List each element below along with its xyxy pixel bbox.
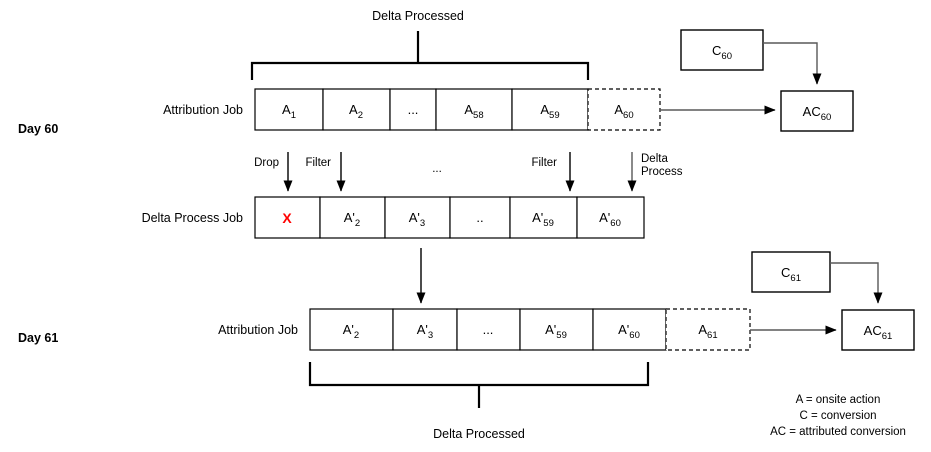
arrow-label-filter-2: Filter	[531, 157, 557, 169]
box-ac61[interactable]	[841, 309, 915, 351]
cell-a2-text: A2	[349, 102, 363, 121]
legend-item-a: A = onsite action	[796, 394, 881, 406]
cell-d61-a61-text: A61	[698, 322, 717, 341]
legend-item-ac: AC = attributed conversion	[770, 426, 906, 438]
top-bracket-label: Delta Processed	[372, 9, 464, 23]
arrow-label-filter-1: Filter	[305, 157, 331, 169]
cell-a-ellipsis[interactable]	[389, 88, 437, 131]
cell-a59-text: A59	[540, 102, 559, 121]
cell-d61-ellipsis[interactable]	[456, 308, 521, 351]
bottom-bracket-label: Delta Processed	[433, 427, 525, 441]
cell-a60-text: A60	[614, 102, 633, 121]
cell-d61-ap59-text: A'59	[545, 322, 567, 341]
top-bracket	[250, 61, 590, 80]
day-label-60: Day 60	[18, 122, 58, 136]
row-label-attribution-job-day61: Attribution Job	[218, 323, 298, 337]
cell-ap3[interactable]	[384, 196, 451, 239]
cell-a2[interactable]	[322, 88, 391, 131]
cell-d61-ellipsis-text: ...	[483, 322, 494, 337]
attribution-job-day60-row: A1 A2 ... A58 A59 A60	[254, 88, 661, 131]
cell-ap59-text: A'59	[532, 210, 554, 229]
delta-process-job-row: X A'2 A'3 .. A'59 A'60	[254, 196, 645, 239]
cell-d61-ap3[interactable]	[392, 308, 458, 351]
cell-dropped-text: X	[282, 210, 292, 226]
legend-item-c: C = conversion	[799, 410, 876, 422]
cell-d61-ap2[interactable]	[309, 308, 394, 351]
cell-a1-text: A1	[282, 102, 296, 121]
cell-a59[interactable]	[511, 88, 589, 131]
cell-ap60-text: A'60	[599, 210, 621, 229]
cell-d61-a61-dashed[interactable]	[665, 308, 751, 351]
arrow-label-delta-process-line2: Process	[641, 166, 683, 178]
cell-ap60[interactable]	[576, 196, 645, 239]
cell-ap3-text: A'3	[409, 210, 425, 229]
day-label-61: Day 61	[18, 331, 58, 345]
box-c61-text: C61	[781, 265, 801, 284]
cell-ap-ellipsis-text: ..	[476, 210, 483, 225]
bottom-bracket	[308, 362, 650, 387]
row-label-delta-process-job: Delta Process Job	[142, 211, 243, 225]
arrow-label-delta-process-line1: Delta	[641, 153, 668, 165]
box-c60-text: C60	[712, 43, 732, 62]
cell-ap59[interactable]	[509, 196, 578, 239]
legend: A = onsite action C = conversion AC = at…	[770, 394, 906, 438]
cell-d61-ap3-text: A'3	[417, 322, 433, 341]
cell-a58-text: A58	[464, 102, 483, 121]
cell-d61-ap60-text: A'60	[618, 322, 640, 341]
attribution-job-day61-row: A'2 A'3 ... A'59 A'60 A61	[309, 308, 751, 351]
cell-ap2-text: A'2	[344, 210, 360, 229]
box-ac61-text: AC61	[864, 323, 893, 342]
box-c61[interactable]	[751, 251, 831, 293]
cell-a-ellipsis-text: ...	[408, 102, 419, 117]
cell-a58[interactable]	[435, 88, 513, 131]
cell-ap2[interactable]	[319, 196, 386, 239]
arrow-label-ellipsis: ...	[432, 163, 442, 175]
cell-d61-ap59[interactable]	[519, 308, 594, 351]
connector-c60-to-ac60	[763, 42, 822, 85]
arrow-label-drop: Drop	[254, 157, 279, 169]
cell-d61-ap2-text: A'2	[343, 322, 359, 341]
row-label-attribution-job-day60: Attribution Job	[163, 103, 243, 117]
box-ac60[interactable]	[780, 90, 854, 132]
box-c60[interactable]	[680, 29, 764, 71]
box-ac60-text: AC60	[803, 104, 832, 123]
connector-c61-to-ac61	[830, 262, 883, 304]
